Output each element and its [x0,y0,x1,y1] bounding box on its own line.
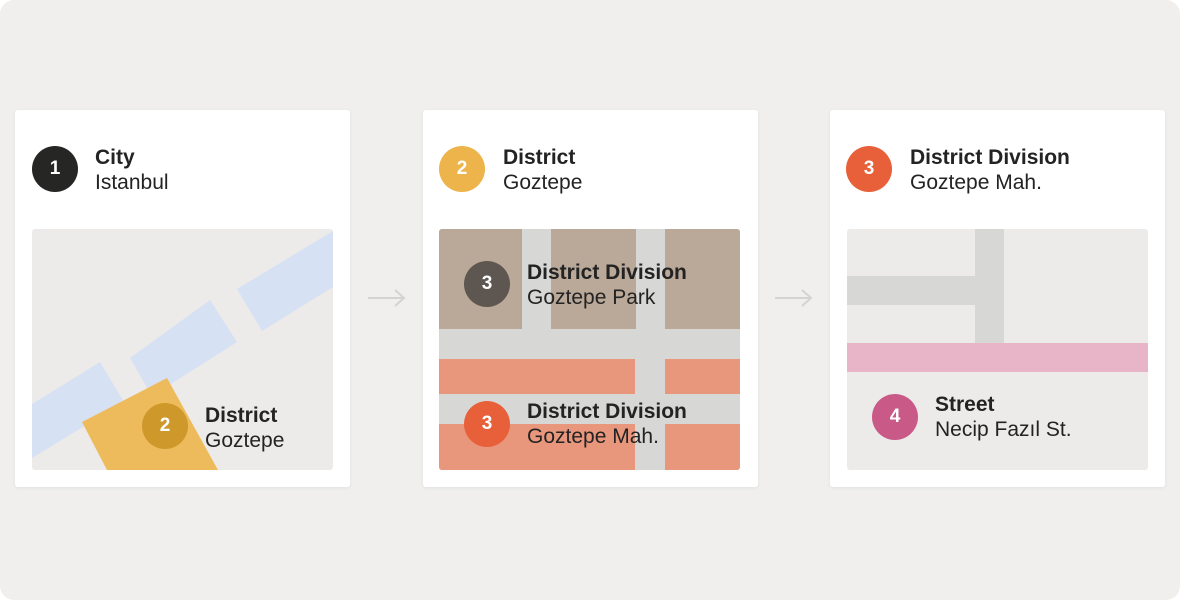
map-label-name: Goztepe Mah. [527,425,659,448]
step-name: Goztepe Mah. [910,171,1042,194]
road [847,276,1004,305]
step-title: City [95,146,135,169]
step-title: District Division [910,146,1070,169]
map-label-name: Necip Fazıl St. [935,418,1072,441]
level-number: 2 [159,415,171,436]
city-map: 2 District Goztepe [32,229,333,470]
level-number: 1 [49,158,61,179]
map-label-title: District Division [527,400,687,423]
step-label: District Goztepe [503,145,582,195]
level-number: 4 [889,406,901,427]
map-label-title: District [205,404,278,427]
map-level-badge: 2 [142,403,188,449]
step-card-district-division: 3 District Division Goztepe Mah. 4 Stree… [830,110,1165,487]
map-label: District Goztepe [205,403,284,453]
level-number: 3 [481,413,493,434]
map-level-badge: 3 [464,401,510,447]
step-name: Istanbul [95,171,169,194]
step-card-district: 2 District Goztepe 3 District Division [423,110,758,487]
map-label: District Division Goztepe Mah. [527,399,687,449]
division-block [665,424,740,470]
district-map: 3 District Division Goztepe Park 3 Distr… [439,229,740,470]
map-level-badge: 3 [464,261,510,307]
map-label-name: Goztepe [205,429,285,452]
map-label-name: Goztepe Park [527,286,656,309]
level-badge: 1 [32,146,78,192]
division-block [665,359,740,394]
level-badge: 3 [846,146,892,192]
step-title: District [503,146,576,169]
water-band-segment [32,362,124,458]
division-block [439,359,635,394]
step-name: Goztepe [503,171,583,194]
level-number: 3 [863,158,875,179]
arrow-right-icon [368,289,406,307]
water-band-segment [237,231,333,331]
map-label: Street Necip Fazıl St. [935,392,1072,442]
step-label: District Division Goztepe Mah. [910,145,1070,195]
step-card-city: 1 City Istanbul 2 District Goztepe [15,110,350,487]
arrow-right-icon [775,289,813,307]
street-highlight [847,343,1148,372]
level-badge: 2 [439,146,485,192]
map-level-badge: 4 [872,394,918,440]
level-number: 2 [456,158,468,179]
map-label: District Division Goztepe Park [527,260,687,310]
division-map: 4 Street Necip Fazıl St. [847,229,1148,470]
water-band-segment [130,300,237,396]
park-block [665,229,740,329]
division-map-shapes [847,229,1148,372]
park-block [551,229,636,329]
map-label-title: District Division [527,261,687,284]
map-label-title: Street [935,393,995,416]
level-number: 3 [481,273,493,294]
step-label: City Istanbul [95,145,169,195]
